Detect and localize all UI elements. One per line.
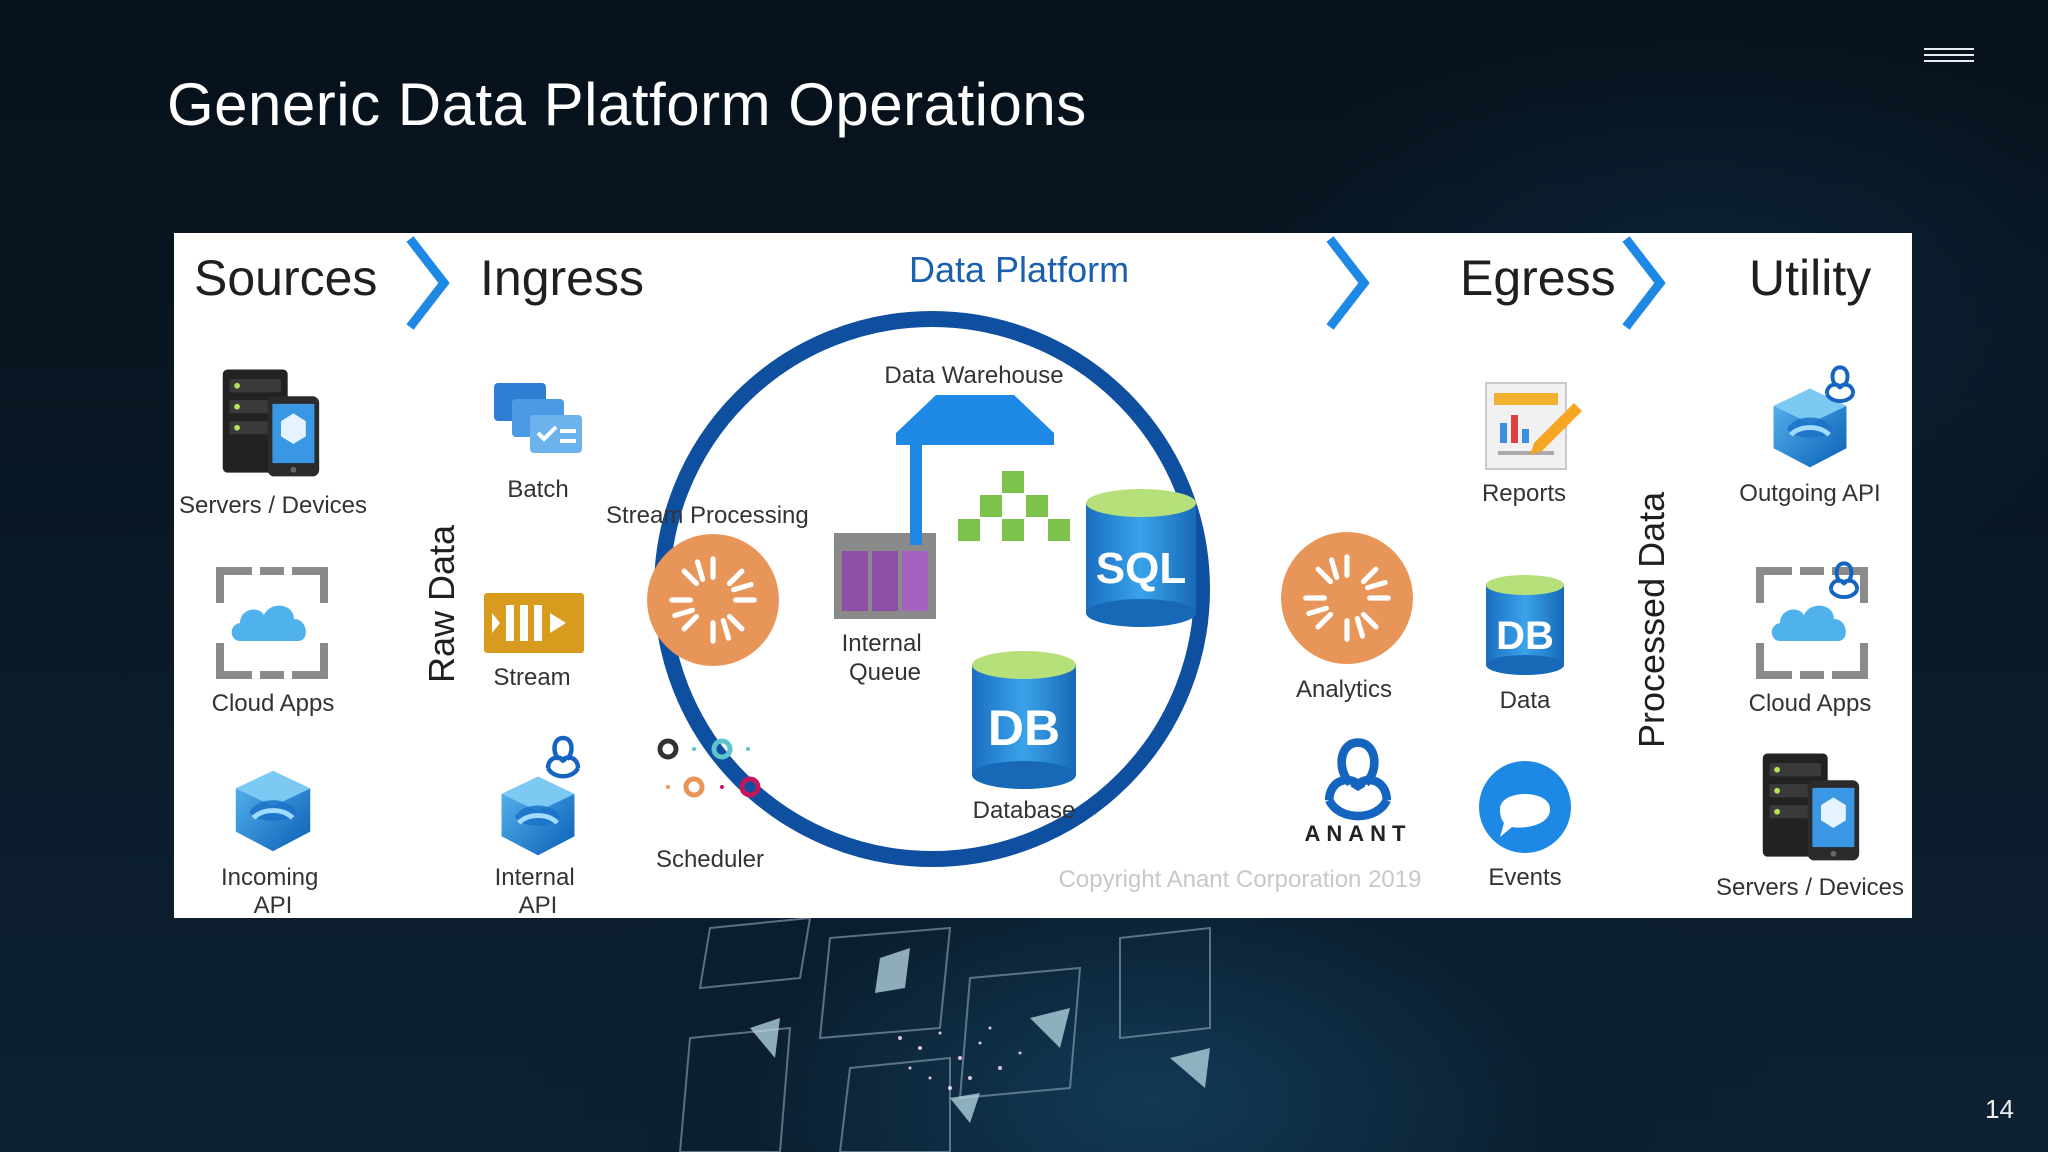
report-icon	[1485, 382, 1582, 470]
internal-queue-label: Internal Queue	[842, 630, 929, 686]
ingress-stream-label: Stream	[493, 664, 570, 691]
platform-diagram: Sources Ingress Data Platform Egress Uti…	[179, 236, 1904, 918]
incoming-api-line-1: Incoming	[221, 864, 318, 891]
heading-utility: Utility	[1749, 250, 1871, 306]
db-badge: DB	[988, 700, 1060, 756]
anant-logo-icon	[548, 738, 578, 776]
cloud-apps-icon	[220, 571, 324, 675]
page-number: 14	[1985, 1094, 2014, 1124]
server-device-icon	[222, 369, 320, 477]
internal-api-line-2: API	[519, 892, 558, 918]
database-icon: DB	[972, 651, 1076, 789]
chevron-right-icon	[406, 236, 450, 330]
analytics-gear-icon	[1281, 532, 1413, 664]
heading-data-platform: Data Platform	[909, 249, 1129, 290]
cloud-apps-icon	[1760, 571, 1864, 675]
heading-ingress: Ingress	[480, 250, 644, 306]
internal-queue-line-1: Internal	[842, 630, 922, 657]
batch-checklist-icon	[494, 383, 582, 453]
stream-processing-label: Stream Processing	[606, 502, 809, 529]
slide-title: Generic Data Platform Operations	[167, 71, 1087, 138]
scheduler-icon	[657, 738, 761, 798]
source-cloud-apps-label: Cloud Apps	[212, 690, 335, 717]
egress-events-label: Events	[1488, 864, 1561, 891]
utility-outgoing-api-label: Outgoing API	[1739, 480, 1880, 507]
data-warehouse-label: Data Warehouse	[884, 362, 1063, 389]
egress-db-badge: DB	[1496, 614, 1554, 658]
chat-bubble-icon	[1479, 761, 1571, 853]
db-cylinder-icon: DB	[1486, 575, 1564, 675]
processed-data-label: Processed Data	[1631, 491, 1672, 748]
internal-queue-line-2: Queue	[849, 659, 921, 686]
raw-data-label: Raw Data	[421, 524, 462, 683]
stream-processing-gear-icon	[647, 534, 779, 666]
background-crystal-decoration	[678, 918, 1211, 1152]
stream-icon	[484, 593, 584, 653]
database-label: Database	[973, 797, 1076, 824]
anant-logo-icon	[1329, 743, 1387, 816]
source-incoming-api-label: Incoming API	[221, 864, 325, 918]
heading-egress: Egress	[1460, 250, 1616, 306]
egress-data-label: Data	[1500, 687, 1551, 714]
ingress-batch-label: Batch	[507, 476, 568, 503]
api-cube-icon	[236, 771, 310, 851]
egress-reports-label: Reports	[1482, 480, 1566, 507]
internal-api-line-1: Internal	[495, 864, 575, 891]
hamburger-menu-icon[interactable]	[1924, 48, 1974, 66]
sql-badge: SQL	[1096, 544, 1186, 593]
platform-diagram-panel: Sources Ingress Data Platform Egress Uti…	[174, 233, 1912, 918]
scheduler-label: Scheduler	[656, 846, 764, 873]
source-servers-label: Servers / Devices	[179, 492, 367, 519]
anant-logo-icon	[1824, 365, 1856, 404]
server-device-icon	[1762, 753, 1860, 861]
anant-brand-text: ANANT	[1305, 821, 1412, 846]
data-warehouse-icon	[896, 395, 1070, 545]
chevron-right-icon	[1326, 236, 1370, 330]
ingress-internal-api-label: Internal API	[495, 864, 582, 918]
utility-servers-label: Servers / Devices	[1716, 874, 1904, 901]
chevron-right-icon	[1622, 236, 1666, 330]
internal-queue-icon	[834, 533, 936, 619]
heading-sources: Sources	[194, 250, 377, 306]
analytics-label: Analytics	[1296, 676, 1392, 703]
incoming-api-line-2: API	[254, 892, 293, 918]
utility-cloud-apps-label: Cloud Apps	[1749, 690, 1872, 717]
copyright-text: Copyright Anant Corporation 2019	[1059, 866, 1422, 893]
sql-database-icon: SQL	[1086, 489, 1196, 627]
api-cube-icon	[502, 777, 575, 856]
